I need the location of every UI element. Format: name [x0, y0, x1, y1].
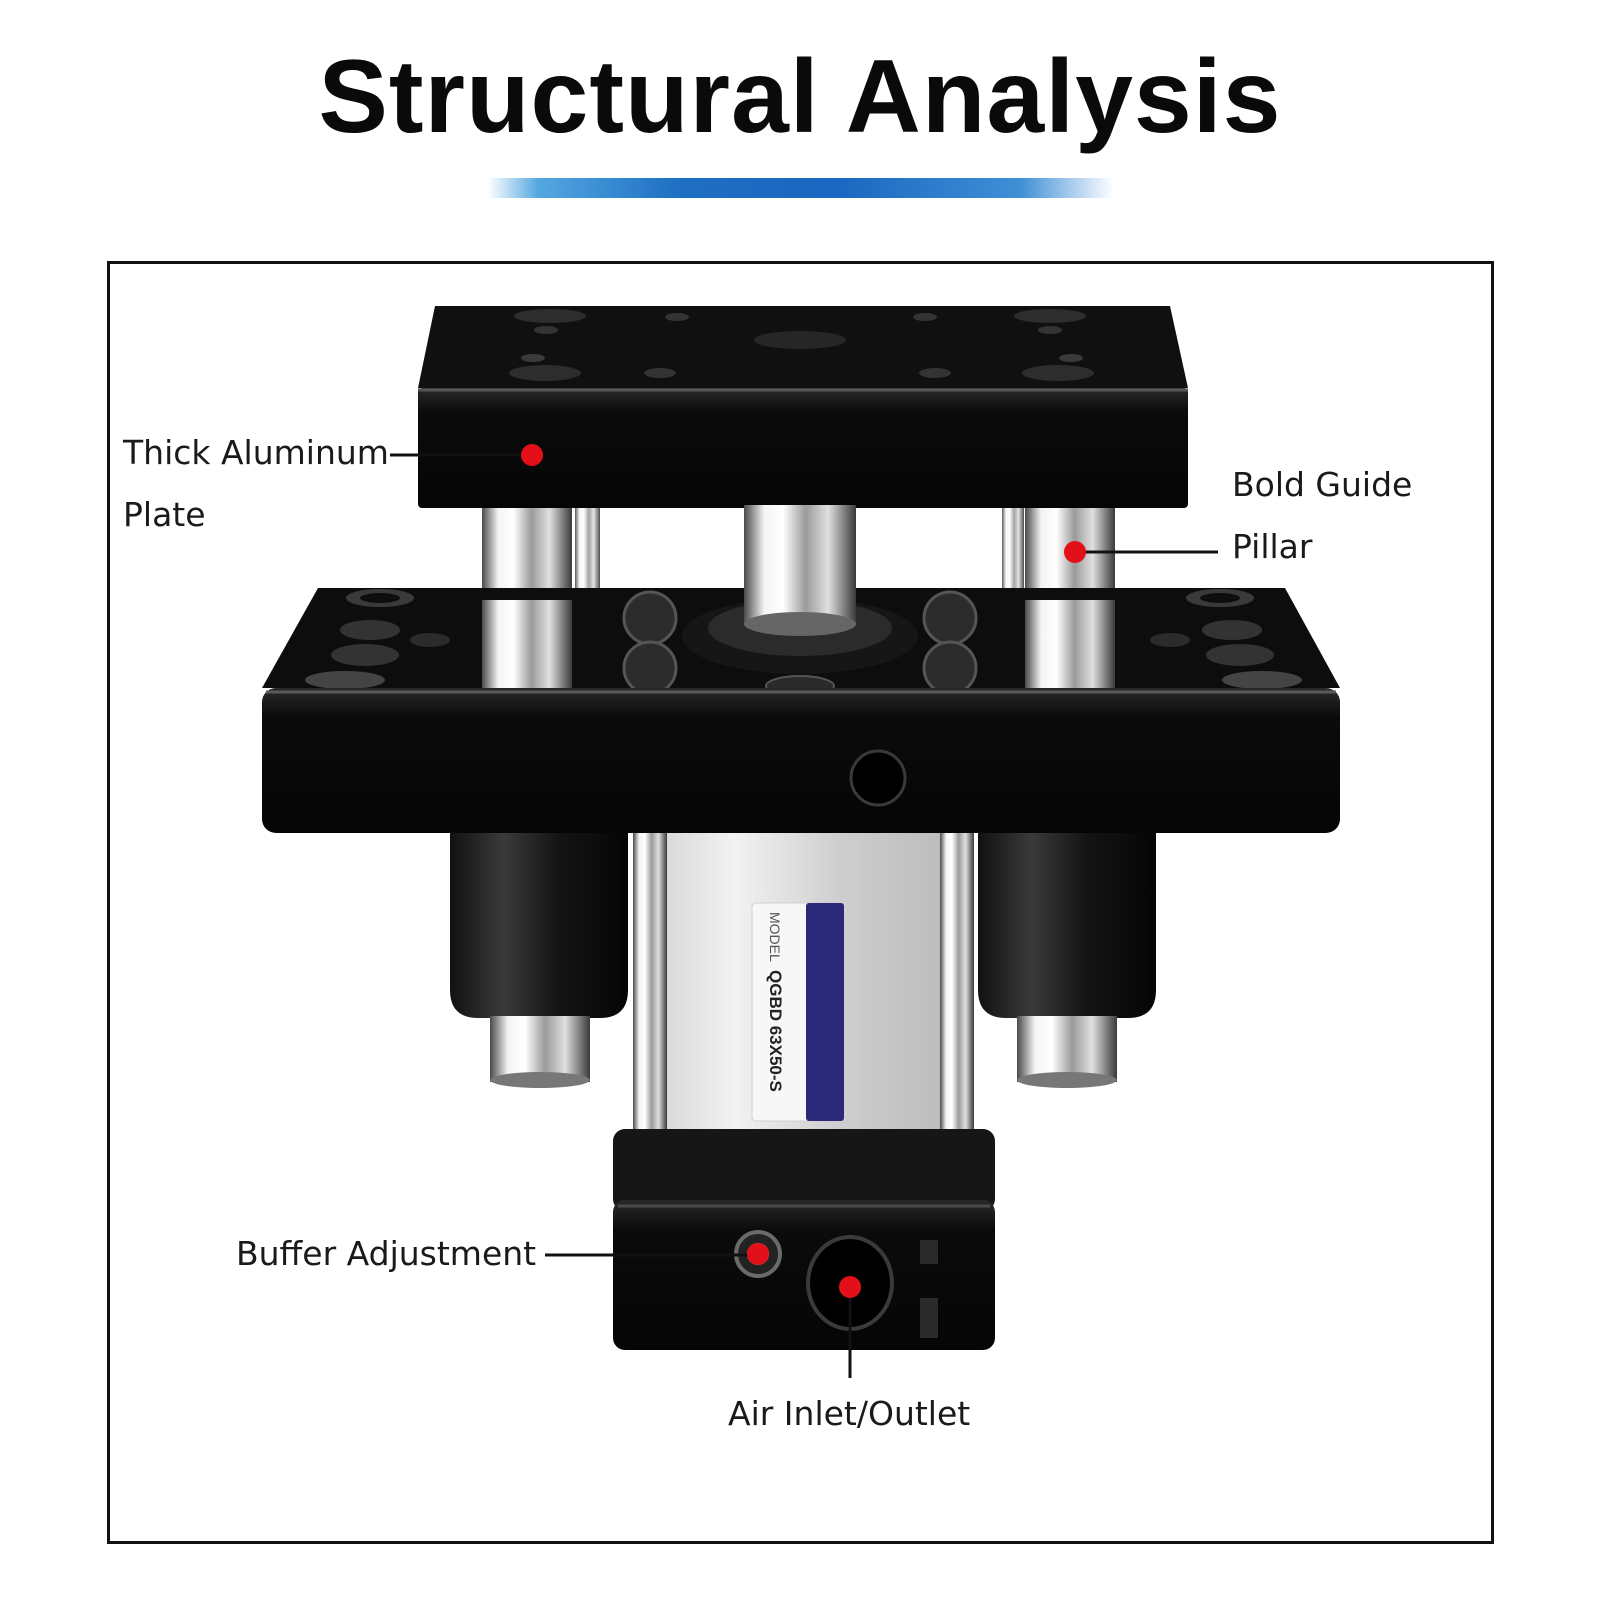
- model-prefix-text: MODEL: [767, 912, 783, 962]
- callout-markers: [521, 444, 1086, 1298]
- title-underline: [488, 178, 1114, 198]
- plate-callout-label: Thick Aluminum Plate: [123, 422, 389, 546]
- buffer-marker: [747, 1243, 769, 1265]
- plate-marker: [521, 444, 543, 466]
- linear-bushings: [450, 833, 1156, 1088]
- top-plate: [418, 306, 1188, 508]
- model-number-text: QGBD 63X50-S: [766, 970, 785, 1092]
- diagram-frame: [107, 261, 1494, 1544]
- guide-plate: [262, 505, 1340, 710]
- guide-plate-front: [262, 688, 1340, 833]
- pillar-marker: [1064, 541, 1086, 563]
- air-callout-label: Air Inlet/Outlet: [728, 1394, 971, 1433]
- buffer-callout-label: Buffer Adjustment: [236, 1234, 537, 1273]
- page-title: Structural Analysis: [318, 39, 1282, 155]
- plate-label-line1: Thick Aluminum: [123, 433, 389, 472]
- pillar-label-line2: Pillar: [1232, 527, 1313, 566]
- model-label: MODEL QGBD 63X50-S: [751, 902, 845, 1122]
- pillar-callout-label: Bold Guide Pillar: [1232, 454, 1412, 578]
- end-cap: [613, 1129, 995, 1350]
- plate-label-line2: Plate: [123, 495, 206, 534]
- pillar-label-line1: Bold Guide: [1232, 465, 1413, 504]
- callout-lines: [390, 453, 1218, 1378]
- air-marker: [839, 1276, 861, 1298]
